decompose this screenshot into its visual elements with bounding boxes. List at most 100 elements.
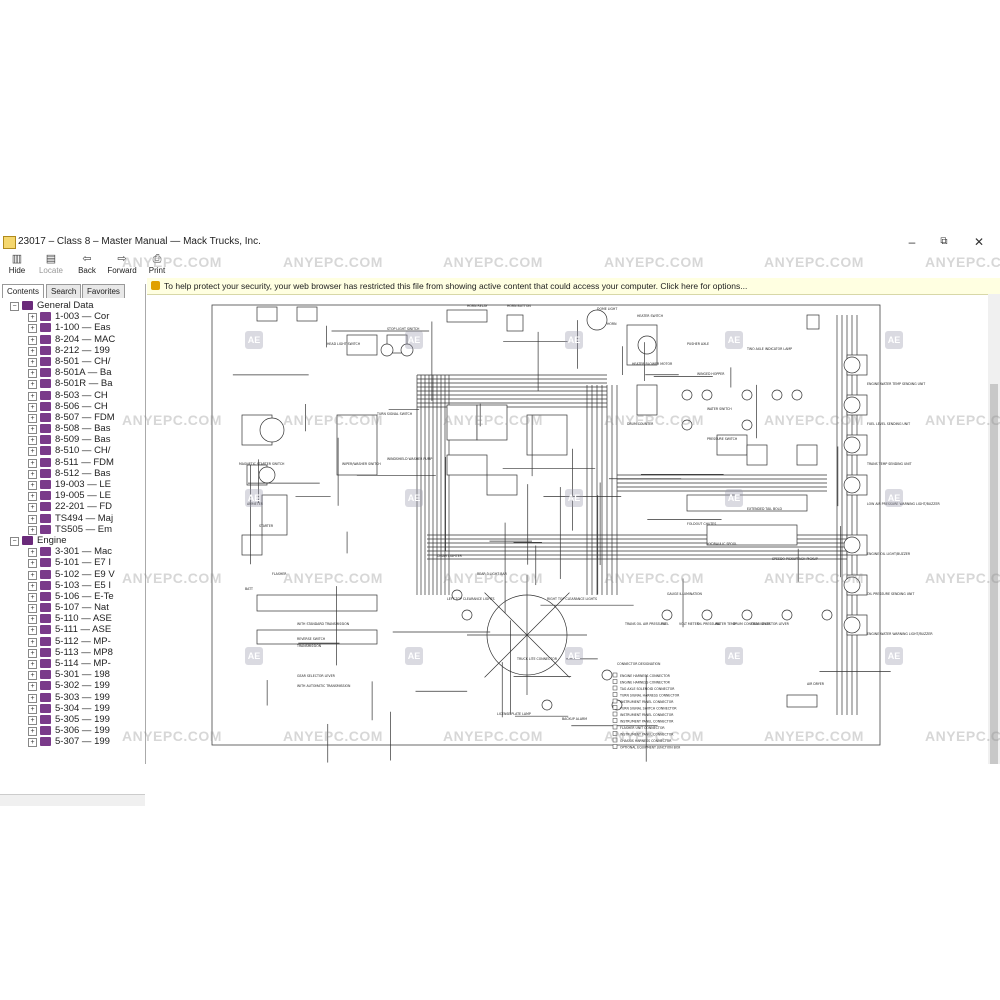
expand-icon[interactable]: +	[28, 380, 37, 390]
tree-item[interactable]: +5-305 — 199	[2, 714, 140, 725]
tree-folder[interactable]: −Engine	[2, 535, 140, 546]
tree-item[interactable]: +5-101 — E7 I	[2, 557, 140, 569]
locate-button[interactable]: ▤ Locate	[34, 252, 68, 278]
tab-search[interactable]: Search	[46, 284, 82, 298]
expand-icon[interactable]: +	[28, 615, 37, 625]
expand-icon[interactable]: +	[28, 492, 37, 502]
expand-icon[interactable]: +	[28, 570, 37, 580]
scrollbar-thumb[interactable]	[990, 384, 998, 764]
tab-contents[interactable]: Contents	[2, 284, 45, 298]
tree-item[interactable]: +8-508 — Bas	[2, 423, 140, 435]
connector-legend-item: ENGINE HARNESS CONNECTOR	[620, 674, 671, 678]
expand-icon[interactable]: +	[28, 525, 37, 535]
tree-item[interactable]: +5-107 — Nat	[2, 602, 140, 614]
tree-item[interactable]: +8-212 — 199	[2, 345, 140, 356]
tree-item[interactable]: +3-301 — Mac	[2, 546, 140, 558]
tree-item[interactable]: +8-512 — Bas	[2, 468, 140, 479]
close-button[interactable]: ✕	[973, 235, 985, 249]
tree-item[interactable]: +8-509 — Bas	[2, 434, 140, 446]
book-icon	[40, 424, 51, 434]
expand-icon[interactable]: +	[28, 503, 37, 513]
expand-icon[interactable]: +	[28, 425, 37, 435]
expand-icon[interactable]: +	[28, 738, 37, 748]
expand-icon[interactable]: +	[28, 548, 37, 558]
expand-icon[interactable]: +	[28, 715, 37, 725]
expand-icon[interactable]: +	[28, 324, 37, 334]
expand-icon[interactable]: +	[28, 682, 37, 692]
expand-icon[interactable]: +	[28, 402, 37, 412]
tree-item[interactable]: +TS505 — Em	[2, 524, 140, 535]
expand-icon[interactable]: +	[28, 704, 37, 714]
expand-icon[interactable]: +	[28, 481, 37, 490]
print-button[interactable]: ⎙ Print	[140, 252, 174, 278]
expand-icon[interactable]: +	[28, 369, 37, 379]
expand-icon[interactable]: +	[28, 660, 37, 669]
tree-item[interactable]: +8-501 — CH/	[2, 356, 140, 367]
forward-button[interactable]: ⇨ Forward	[105, 252, 139, 278]
tree-horizontal-scrollbar[interactable]	[0, 794, 145, 806]
expand-icon[interactable]: +	[28, 514, 37, 524]
minimize-button[interactable]: –	[908, 235, 916, 249]
tree-item[interactable]: +5-114 — MP-	[2, 658, 140, 669]
tree-item[interactable]: +5-304 — 199	[2, 703, 140, 714]
expand-icon[interactable]: +	[28, 604, 37, 614]
expand-icon[interactable]: +	[28, 693, 37, 703]
collapse-icon[interactable]: −	[10, 302, 19, 311]
legend-swatch	[612, 724, 618, 730]
tree-item[interactable]: +5-110 — ASE	[2, 613, 140, 625]
expand-icon[interactable]: +	[28, 559, 37, 569]
expand-icon[interactable]: +	[28, 626, 37, 636]
content-vertical-scrollbar[interactable]	[988, 294, 1000, 764]
expand-icon[interactable]: +	[28, 592, 37, 602]
tree-item[interactable]: +5-111 — ASE	[2, 624, 140, 636]
tree-item[interactable]: +8-507 — FDM	[2, 412, 140, 423]
security-infobar[interactable]: To help protect your security, your web …	[147, 278, 1000, 295]
hide-button[interactable]: ▥ Hide	[0, 252, 34, 278]
maximize-button[interactable]: ⧉	[940, 236, 948, 247]
tree-item[interactable]: +5-102 — E9 V	[2, 569, 140, 580]
tree-item[interactable]: +8-204 — MAC	[2, 334, 140, 345]
tree-item[interactable]: +5-306 — 199	[2, 725, 140, 737]
expand-icon[interactable]: +	[28, 447, 37, 457]
expand-icon[interactable]: +	[28, 581, 37, 591]
tree-item[interactable]: +5-301 — 198	[2, 669, 140, 681]
tree-folder[interactable]: −General Data	[2, 300, 140, 311]
tab-favorites[interactable]: Favorites	[82, 284, 125, 298]
tree-item[interactable]: +5-106 — E-Te	[2, 591, 140, 602]
tree-item[interactable]: +19-003 — LE	[2, 479, 140, 490]
expand-icon[interactable]: +	[28, 727, 37, 737]
expand-icon[interactable]: +	[28, 469, 37, 479]
expand-icon[interactable]: +	[28, 671, 37, 681]
tree-item[interactable]: +8-503 — CH	[2, 390, 140, 401]
collapse-icon[interactable]: −	[10, 536, 19, 546]
tree-item[interactable]: +5-113 — MP8	[2, 647, 140, 658]
tree-item[interactable]: +5-103 — E5 I	[2, 580, 140, 591]
tree-item[interactable]: +19-005 — LE	[2, 490, 140, 502]
tree-item[interactable]: +8-511 — FDM	[2, 457, 140, 468]
tree-item[interactable]: +5-303 — 199	[2, 692, 140, 703]
tree-item[interactable]: +8-501A — Ba	[2, 367, 140, 379]
expand-icon[interactable]: +	[28, 648, 37, 658]
expand-icon[interactable]: +	[28, 335, 37, 345]
expand-icon[interactable]: +	[28, 357, 37, 367]
expand-icon[interactable]: +	[28, 346, 37, 356]
tree-item[interactable]: +5-112 — MP-	[2, 636, 140, 647]
expand-icon[interactable]: +	[28, 458, 37, 468]
expand-icon[interactable]: +	[28, 637, 37, 647]
tree-item[interactable]: +8-501R — Ba	[2, 378, 140, 390]
tree-item[interactable]: +5-307 — 199	[2, 736, 140, 748]
tree-item[interactable]: +8-506 — CH	[2, 401, 140, 412]
tree-item[interactable]: +1-003 — Cor	[2, 311, 140, 323]
expand-icon[interactable]: +	[28, 313, 37, 323]
expand-icon[interactable]: +	[28, 391, 37, 401]
contents-tree[interactable]: −General Data+1-003 — Cor+1-100 — Eas+8-…	[2, 300, 140, 778]
tree-item[interactable]: +8-510 — CH/	[2, 445, 140, 457]
back-button[interactable]: ⇦ Back	[70, 252, 104, 278]
tree-item[interactable]: +1-100 — Eas	[2, 322, 140, 334]
expand-icon[interactable]: +	[28, 413, 37, 423]
expand-icon[interactable]: +	[28, 436, 37, 446]
tree-item[interactable]: +TS494 — Maj	[2, 513, 140, 524]
tree-item[interactable]: +5-302 — 199	[2, 680, 140, 692]
tree-item[interactable]: +22-201 — FD	[2, 501, 140, 513]
